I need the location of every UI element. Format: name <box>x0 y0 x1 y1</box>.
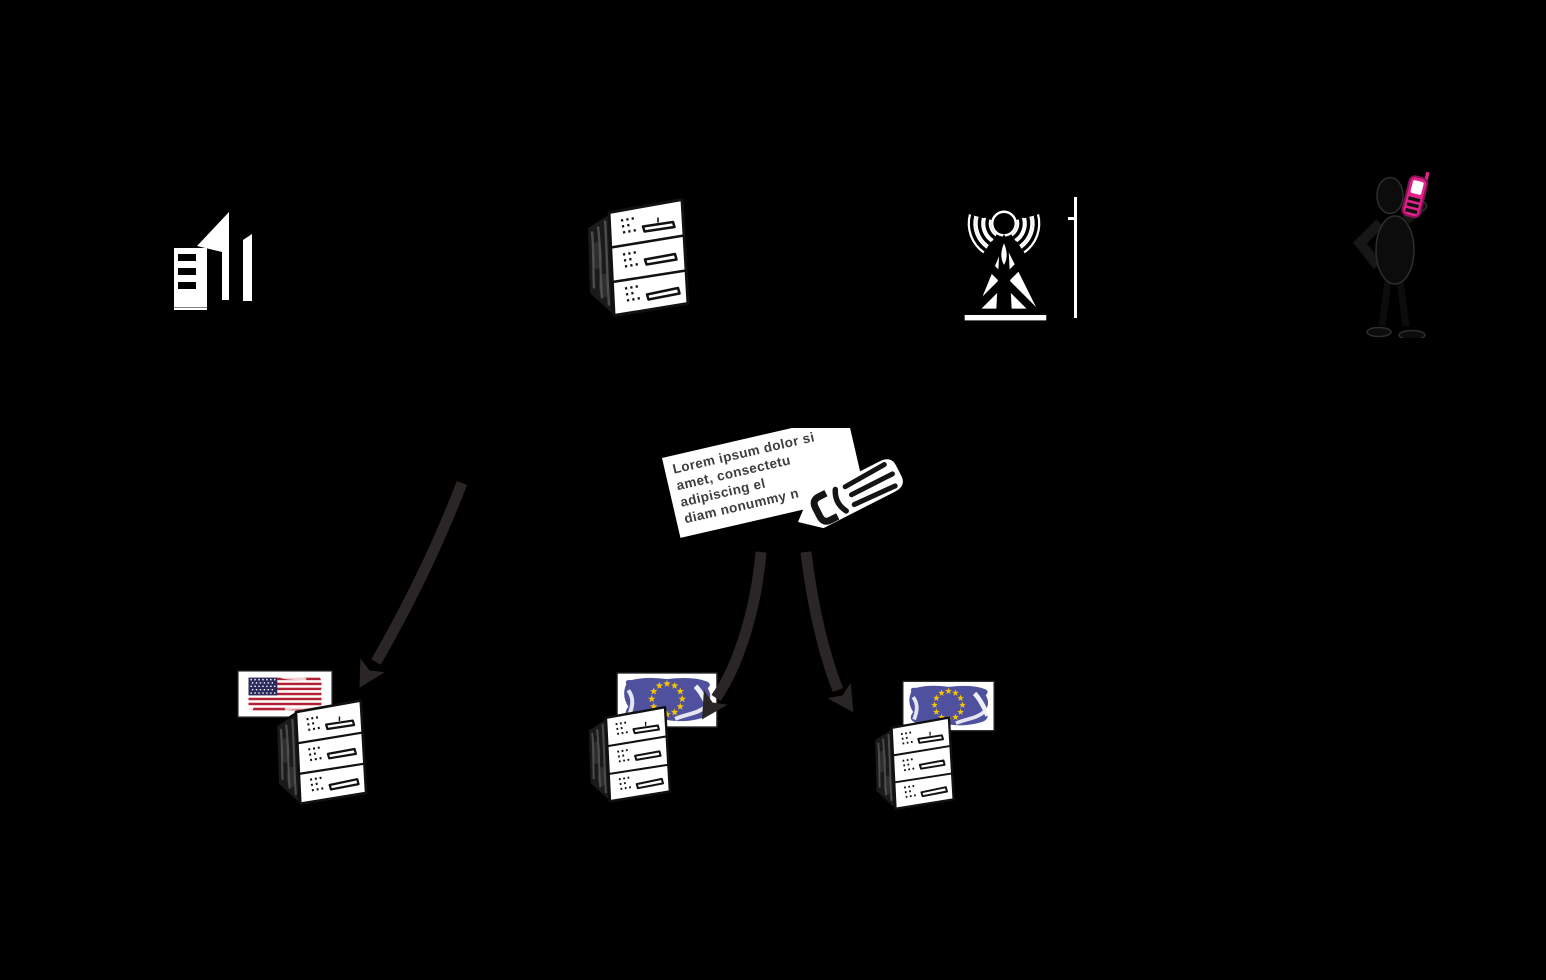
arrow-to-eu-server-left-icon <box>701 551 767 720</box>
us-server-icon <box>264 697 374 809</box>
signal-waves-right-icon <box>1010 214 1041 254</box>
signal-waves-left-icon <box>967 214 998 254</box>
document-paper <box>662 428 866 538</box>
tower-divider-tick <box>1068 217 1076 220</box>
eu-server-left-icon <box>581 704 673 806</box>
radio-tower-icon <box>964 210 1047 321</box>
eu-server-right-icon <box>868 714 956 814</box>
marker-pencil-icon <box>798 459 903 529</box>
document-note: Lorem ipsum dolor si amet, consectetu ad… <box>662 428 903 538</box>
arrow-to-eu-server-right-icon <box>800 551 854 713</box>
arrow-to-us-server-icon <box>359 481 468 688</box>
tower-divider-line <box>1074 197 1077 318</box>
mobile-phone-icon <box>1401 171 1430 219</box>
buildings-icon <box>174 212 252 310</box>
person-with-phone-icon <box>1352 171 1430 338</box>
